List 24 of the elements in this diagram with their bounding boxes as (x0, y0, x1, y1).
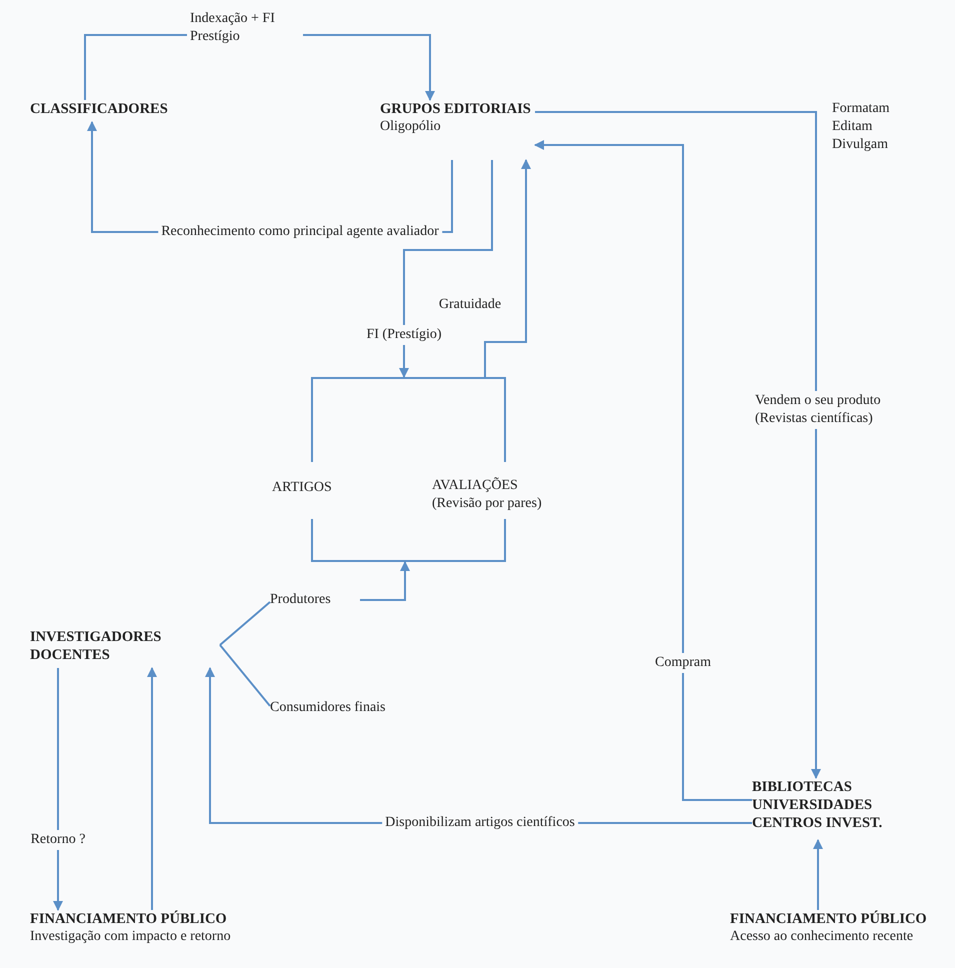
node-heading: FINANCIAMENTO PÚBLICO (30, 910, 228, 928)
note-text: Formatam Editam Divulgam (832, 100, 891, 154)
connector-line (219, 601, 271, 646)
node-heading: FINANCIAMENTO PÚBLICO (730, 910, 928, 928)
node-text: Acesso ao conhecimento recente (730, 928, 914, 946)
node-heading: BIBLIOTECAS UNIVERSIDADES CENTROS INVEST. (752, 778, 884, 832)
arrow (360, 561, 410, 601)
node-heading: GRUPOS EDITORIAIS (380, 100, 532, 118)
arrow (535, 111, 821, 779)
node-heading: CLASSIFICADORES (30, 100, 169, 118)
connector-line (219, 644, 271, 707)
node-heading: INVESTIGADORES DOCENTES (30, 628, 162, 664)
arrow (484, 159, 531, 377)
node-text: AVALIAÇÕES (Revisão por pares) (432, 477, 543, 513)
node-text: Investigação com impacto e retorno (30, 928, 232, 946)
arrow (534, 140, 752, 801)
arrow (399, 160, 493, 378)
arrow (53, 668, 63, 911)
node-text: ARTIGOS (272, 479, 333, 497)
node-text: Produtores (270, 591, 332, 609)
arrow (147, 667, 157, 910)
arrow (813, 839, 823, 910)
node-text: Oligopólio (380, 118, 442, 136)
node-text: Consumidores finais (270, 699, 386, 717)
